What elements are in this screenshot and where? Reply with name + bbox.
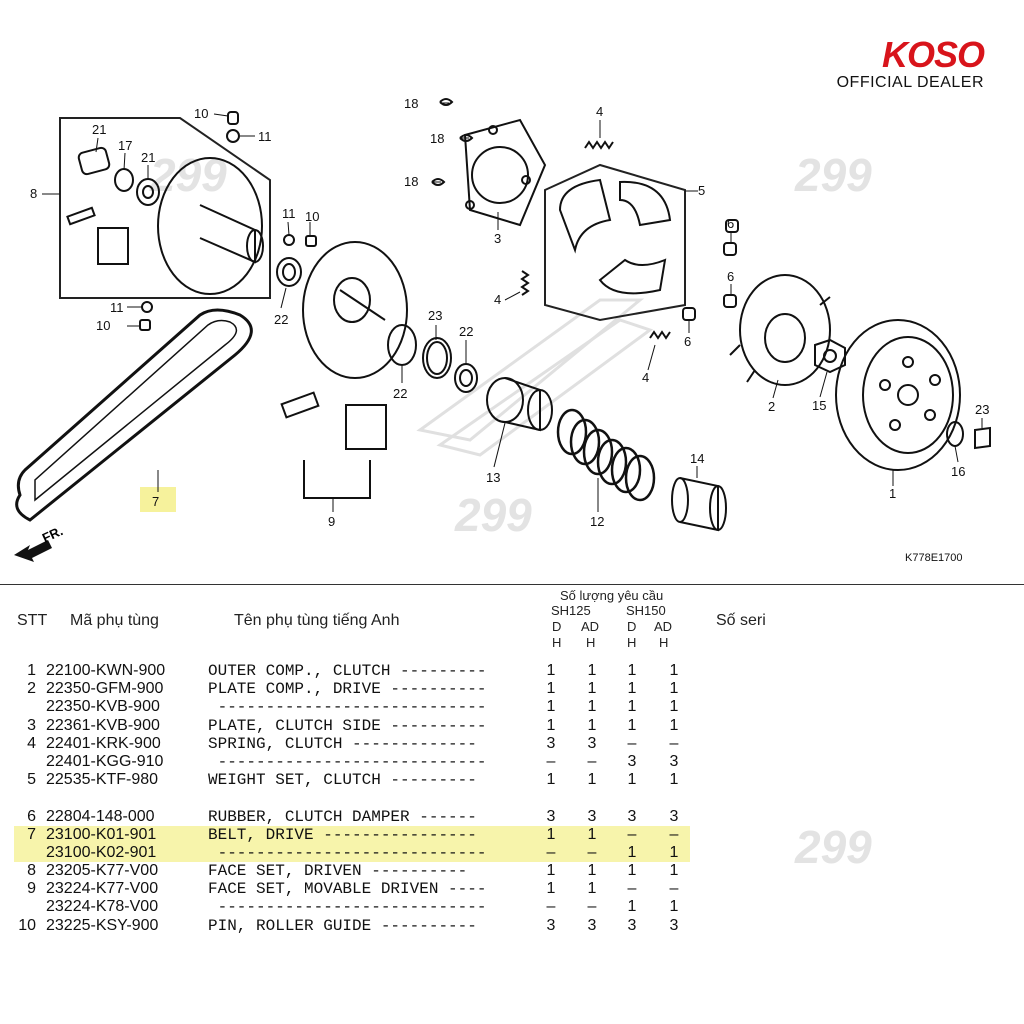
svg-text:16: 16 (951, 464, 965, 479)
table-row: 7 23100-K01-901 BELT, DRIVE ------------… (27, 825, 679, 844)
svg-text:4: 4 (494, 292, 501, 307)
table-row: 6 22804-148-000 RUBBER, CLUTCH DAMPER --… (27, 807, 679, 826)
header-sh150: SH150 (626, 603, 666, 618)
svg-text:7: 7 (152, 494, 159, 509)
table-row: 22401-KGG-910 --------------------------… (46, 752, 679, 771)
header-h-4: H (659, 635, 669, 650)
header-stt: STT (17, 612, 48, 629)
table-row: 4 22401-KRK-900 SPRING, CLUTCH ---------… (27, 734, 679, 753)
svg-text:14: 14 (690, 451, 704, 466)
svg-text:4: 4 (596, 104, 603, 119)
koso-brand-text: KOSO (881, 34, 985, 75)
table-row: 5 22535-KTF-980 WEIGHT SET, CLUTCH -----… (27, 771, 679, 790)
svg-text:18: 18 (404, 174, 418, 189)
koso-logo: KOSO OFFICIAL DEALER (836, 34, 985, 92)
svg-text:6: 6 (684, 334, 691, 349)
header-h-1: H (552, 635, 562, 650)
header-ad-1: AD (581, 619, 600, 634)
svg-text:6: 6 (727, 269, 734, 284)
svg-text:3: 3 (494, 231, 501, 246)
row-7-highlight (14, 826, 690, 862)
svg-text:10: 10 (305, 209, 319, 224)
table-row: 23224-K78-V00 --------------------------… (46, 898, 679, 917)
table-row-spacer (0, 789, 1024, 807)
svg-text:10: 10 (96, 318, 110, 333)
svg-text:11: 11 (258, 129, 272, 144)
table-row: 3 22361-KVB-900 PLATE, CLUTCH SIDE -----… (27, 716, 679, 735)
exploded-parts-diagram: FR. 21 17 21 8 10 11 11 10 22 11 10 7 9 … (14, 96, 991, 562)
svg-text:8: 8 (30, 186, 37, 201)
svg-text:11: 11 (110, 300, 124, 315)
table-row: 23100-K02-901 --------------------------… (46, 843, 679, 862)
header-h-2: H (586, 635, 596, 650)
header-code: Mã phụ tùng (70, 612, 159, 629)
header-d-1: D (552, 619, 562, 634)
fr-label: FR. (40, 523, 65, 545)
callout-numbers: 21 17 21 8 10 11 11 10 22 11 10 7 9 22 2… (30, 96, 989, 529)
svg-text:15: 15 (812, 398, 826, 413)
table-row: 2 22350-GFM-900 PLATE COMP., DRIVE -----… (27, 680, 679, 699)
svg-text:11: 11 (282, 206, 296, 221)
table-row: 1 22100-KWN-900 OUTER COMP., CLUTCH ----… (27, 662, 679, 680)
svg-text:22: 22 (459, 324, 473, 339)
svg-text:2: 2 (768, 399, 775, 414)
svg-text:18: 18 (404, 96, 418, 111)
svg-text:12: 12 (590, 514, 604, 529)
honda-wing-watermark (416, 298, 654, 457)
svg-text:1: 1 (889, 486, 896, 501)
header-ad-2: AD (654, 619, 673, 634)
watermark-4: 299 (795, 821, 872, 873)
header-serial: Số seri (716, 612, 766, 629)
header-sh125: SH125 (551, 603, 591, 618)
header-d-2: D (627, 619, 637, 634)
svg-text:9: 9 (328, 514, 335, 529)
svg-text:4: 4 (642, 370, 649, 385)
svg-text:23: 23 (975, 402, 989, 417)
divider (0, 584, 1024, 585)
svg-text:21: 21 (141, 150, 155, 165)
table-row: 10 23225-KSY-900 PIN, ROLLER GUIDE -----… (18, 916, 679, 935)
svg-text:13: 13 (486, 470, 500, 485)
header-name: Tên phụ tùng tiếng Anh (234, 612, 400, 629)
svg-text:23: 23 (428, 308, 442, 323)
watermark-2: 299 (795, 149, 872, 201)
svg-text:5: 5 (698, 183, 705, 198)
svg-text:6: 6 (727, 216, 734, 231)
svg-text:21: 21 (92, 122, 106, 137)
header-qty-title: Số lượng yêu cầu (560, 588, 664, 603)
table-row: 22350-KVB-900 --------------------------… (46, 698, 679, 717)
parts-table: 1 22100-KWN-900 OUTER COMP., CLUTCH ----… (0, 662, 1024, 935)
dealer-tagline: OFFICIAL DEALER (836, 74, 984, 91)
svg-text:22: 22 (393, 386, 407, 401)
header-h-3: H (627, 635, 637, 650)
diagram-code: K778E1700 (905, 552, 963, 564)
svg-text:10: 10 (194, 106, 208, 121)
svg-text:22: 22 (274, 312, 288, 327)
watermark-3: 299 (455, 489, 532, 541)
fr-arrow-icon: FR. (14, 523, 65, 562)
svg-text:18: 18 (430, 131, 444, 146)
svg-text:17: 17 (118, 138, 132, 153)
table-row: 8 23205-K77-V00 FACE SET, DRIVEN -------… (27, 862, 679, 881)
table-row: 9 23224-K77-V00 FACE SET, MOVABLE DRIVEN… (27, 880, 679, 899)
